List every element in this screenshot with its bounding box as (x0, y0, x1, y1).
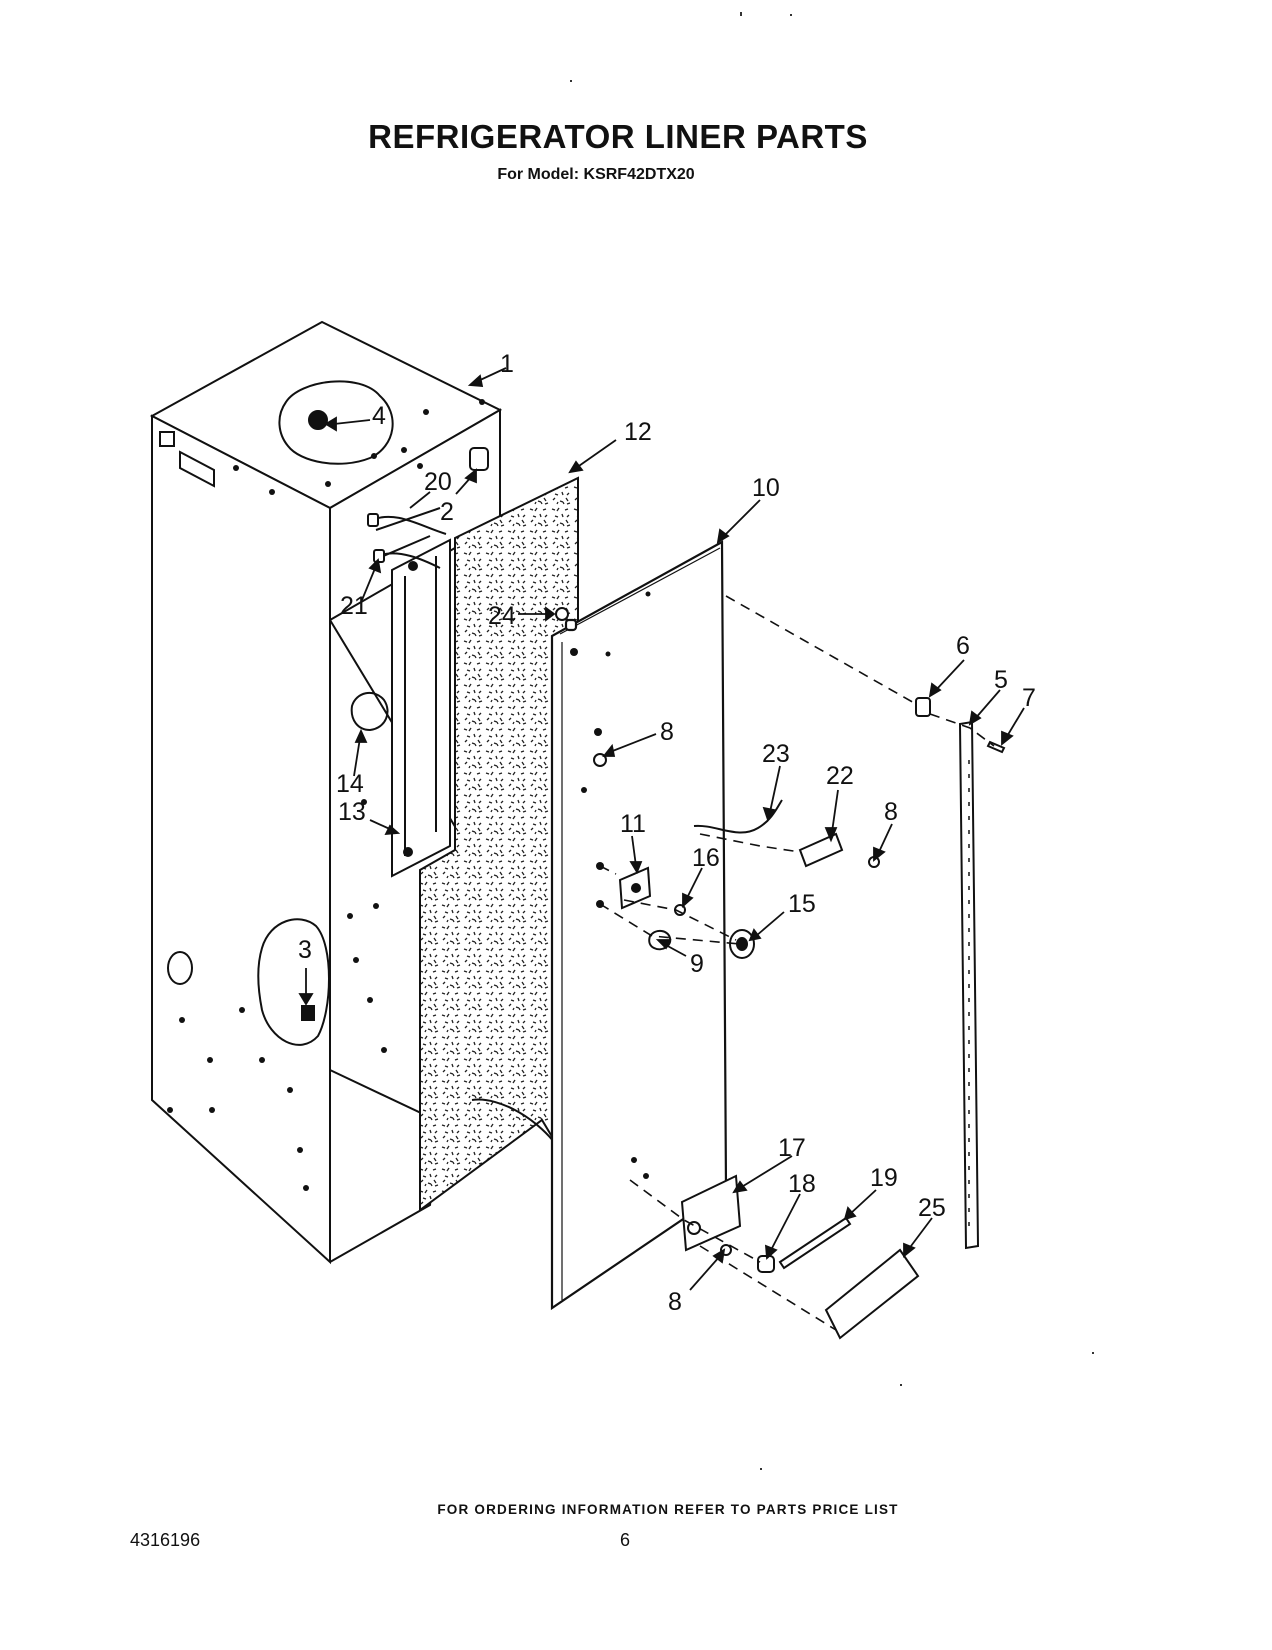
callout-17: 17 (778, 1134, 806, 1162)
part-23-harness (693, 799, 783, 834)
callout-14: 14 (336, 770, 364, 798)
callout-12: 12 (624, 418, 652, 446)
callout-21: 21 (340, 592, 368, 620)
callout-19: 19 (870, 1164, 898, 1192)
callout-13: 13 (338, 798, 366, 826)
page-title: REFRIGERATOR LINER PARTS (368, 118, 868, 155)
callout-6: 6 (956, 632, 970, 660)
callout-11: 11 (620, 810, 646, 838)
callout-8-lower: 8 (668, 1288, 682, 1316)
callout-16: 16 (692, 844, 720, 872)
part-19-pin (778, 1216, 852, 1270)
callout-24: 24 (488, 602, 516, 630)
callout-8-upper: 8 (660, 718, 674, 746)
part-25-cover (824, 1248, 920, 1340)
callout-25: 25 (918, 1194, 946, 1222)
callout-9: 9 (690, 950, 704, 978)
callout-1: 1 (500, 350, 514, 378)
callout-5: 5 (994, 666, 1008, 694)
callout-4: 4 (372, 402, 386, 430)
callout-10: 10 (752, 474, 780, 502)
part-6-clip (915, 697, 931, 717)
callout-23: 23 (762, 740, 790, 768)
part-8-screw-a (593, 753, 607, 767)
callout-15: 15 (788, 890, 816, 918)
part-24-grommet (555, 607, 569, 621)
leader-lines (298, 367, 1025, 1291)
callout-20: 20 (424, 468, 452, 496)
scan-specks (570, 12, 1094, 1470)
model-subtitle: For Model: KSRF42DTX20 (497, 166, 695, 183)
callout-7: 7 (1022, 684, 1036, 712)
part-18-bushing (757, 1255, 775, 1273)
callout-8-right: 8 (884, 798, 898, 826)
document-number: 4316196 (130, 1530, 201, 1550)
callout-2: 2 (440, 498, 454, 526)
ordering-note: FOR ORDERING INFORMATION REFER TO PARTS … (437, 1502, 899, 1517)
callout-labels: 1 2 3 4 5 6 7 8 8 8 9 10 11 12 13 14 15 … (298, 350, 1036, 1316)
callout-18: 18 (788, 1170, 816, 1198)
callout-22: 22 (826, 762, 854, 790)
part-22-switch (798, 832, 844, 868)
page-number: 6 (620, 1530, 631, 1550)
callout-3: 3 (298, 936, 312, 964)
evaporator-cover-plate (373, 507, 451, 878)
